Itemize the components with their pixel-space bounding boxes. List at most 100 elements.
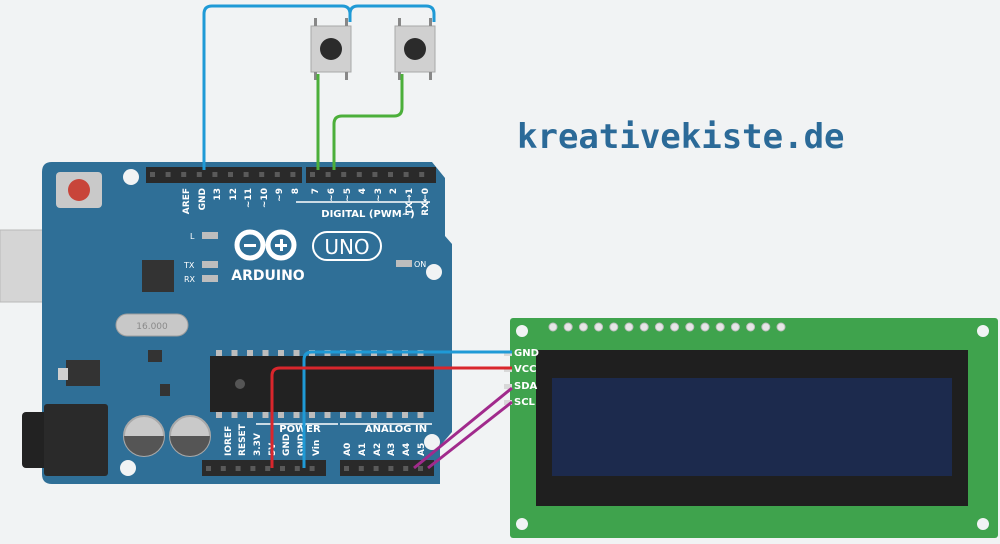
uno-badge: [312, 231, 382, 261]
wire-lcd-sda: [413, 386, 513, 470]
arduino-logo-icon: [234, 229, 297, 261]
pin-label: 8: [291, 188, 301, 194]
header-hole: [250, 466, 256, 471]
wire-gnd-buttons: [202, 4, 436, 170]
arduino-uno-board: 16.000 L TX RX ON ARDUINO: [0, 162, 452, 484]
wire-lcd-gnd: [302, 350, 512, 468]
push-button-1[interactable]: [310, 18, 352, 80]
chip-pins-bottom: [216, 412, 424, 418]
led-l: [202, 232, 218, 239]
dc-power-jack-body: [44, 404, 108, 476]
wires: [202, 4, 513, 470]
header-hole: [235, 466, 241, 471]
pin-label: ~10: [260, 188, 270, 208]
header-hole: [325, 172, 331, 177]
led-rx-label: RX: [184, 275, 196, 284]
header-hole: [274, 172, 280, 177]
header-hole: [212, 172, 218, 177]
mounting-hole: [120, 460, 136, 476]
lcd-pin-label: VCC: [514, 364, 536, 375]
pin-label: IOREF: [224, 426, 234, 456]
chip-notch: [235, 379, 245, 389]
led-on-label: ON: [414, 260, 426, 269]
header-hole: [373, 466, 379, 471]
header-hole: [419, 172, 425, 177]
digital-header-left: [146, 167, 302, 183]
header-hole: [388, 172, 393, 177]
pin-label: 12: [229, 188, 239, 201]
pin-label: GND: [297, 434, 307, 456]
pin-label: A3: [387, 443, 397, 456]
lcd-mount-hole: [516, 518, 528, 530]
uno-label: UNO: [324, 235, 369, 259]
led-rx: [202, 275, 218, 282]
crystal-oscillator: [115, 313, 189, 337]
header-hole: [280, 466, 285, 471]
pin-label: ~9: [275, 188, 285, 202]
mounting-hole: [426, 264, 442, 280]
pin-label: 13: [213, 188, 223, 201]
header-hole: [150, 172, 155, 177]
smd-component: [148, 350, 162, 362]
lcd-pin-label: GND: [514, 348, 539, 359]
header-hole: [165, 172, 171, 177]
digital-header-right: [306, 167, 436, 183]
lcd-screen: [552, 378, 952, 476]
push-button-2[interactable]: [394, 18, 436, 80]
lcd-1602-module: GND VCC SDA SCL: [504, 318, 998, 538]
pin-label: 2: [389, 188, 399, 194]
led-on: [396, 260, 412, 267]
pin-label: RESET: [238, 423, 248, 456]
header-hole: [341, 172, 347, 177]
header-hole: [228, 172, 233, 177]
header-holes: [150, 172, 425, 471]
header-hole: [310, 172, 315, 177]
pin-label: A1: [358, 443, 368, 456]
header-hole: [181, 172, 187, 177]
led-tx-label: TX: [183, 261, 195, 270]
wire-lcd-vcc: [270, 366, 512, 468]
arduino-logo-text: ARDUINO: [231, 268, 305, 284]
header-hole: [265, 466, 271, 471]
lcd-top-pins: [548, 322, 786, 332]
atmega-chip: [210, 356, 434, 412]
mounting-hole: [123, 169, 139, 185]
wire-button-2-pin6: [332, 74, 404, 170]
pin-label: ~6: [327, 188, 337, 202]
lcd-mount-hole: [516, 325, 528, 337]
pin-label: Vin: [312, 440, 322, 456]
header-hole: [356, 172, 362, 177]
pin-label: A4: [402, 443, 412, 456]
crystal-label: 16.000: [136, 322, 168, 332]
lcd-pin-label: SCL: [514, 397, 536, 408]
header-hole: [403, 172, 409, 177]
header-hole: [388, 466, 394, 471]
regulator-tab: [58, 368, 68, 380]
header-hole: [418, 466, 423, 471]
voltage-regulator: [66, 360, 100, 386]
pin-label: 7: [311, 188, 321, 194]
header-hole: [358, 466, 364, 471]
pin-label: ~5: [343, 188, 353, 202]
digital-header-label: DIGITAL (PWM~): [321, 209, 414, 220]
capacitor-stripe: [170, 436, 210, 456]
capacitor-stripe: [124, 436, 164, 456]
power-header-label: POWER: [279, 424, 321, 435]
header-hole: [403, 466, 409, 471]
lcd-pin-label: SDA: [514, 381, 538, 392]
pin-label: ~11: [244, 188, 254, 208]
header-hole: [290, 172, 296, 177]
header-hole: [220, 466, 226, 471]
analog-header: [340, 460, 434, 476]
header-hole: [196, 172, 202, 177]
smd-component: [160, 384, 170, 396]
header-hole: [294, 466, 300, 471]
reset-button-cap[interactable]: [68, 179, 90, 201]
pin-label: GND: [282, 434, 292, 456]
mounting-hole: [424, 434, 440, 450]
header-hole: [243, 172, 249, 177]
pin-label: AREF: [182, 188, 192, 214]
